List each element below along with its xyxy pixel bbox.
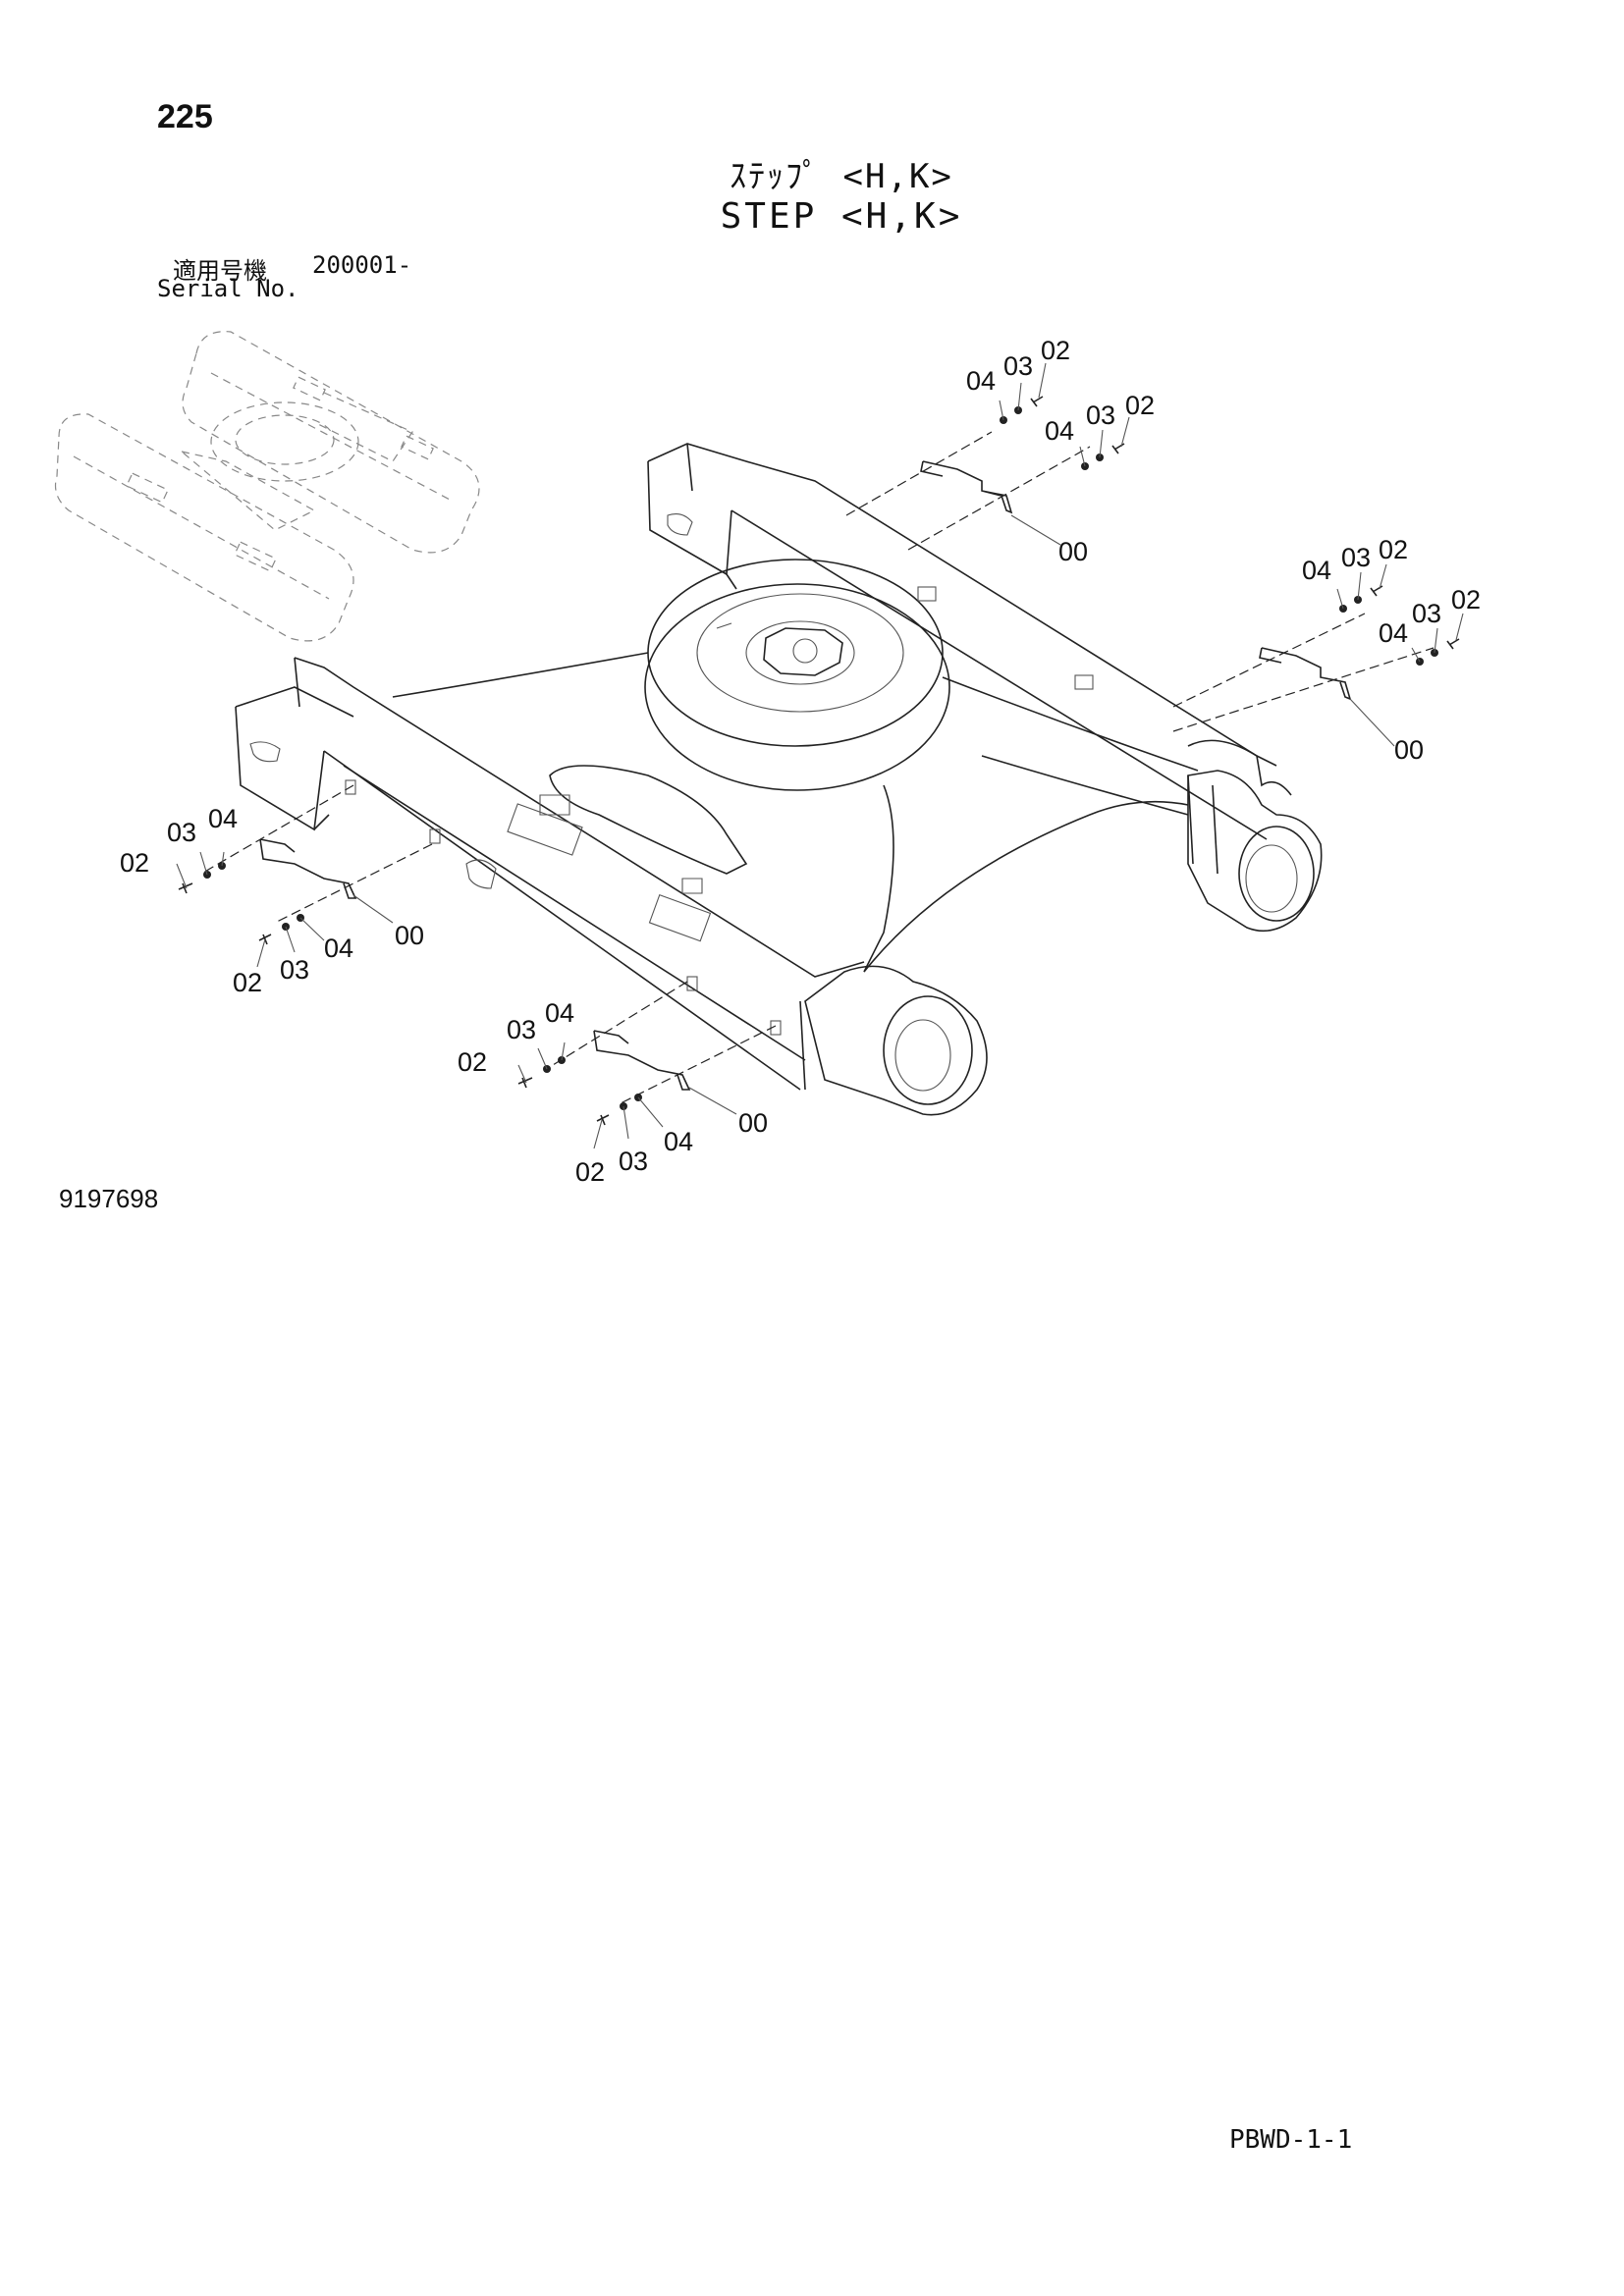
callout-03: 03 [507, 1015, 536, 1044]
title-english: STEP <H,K> [720, 196, 963, 237]
callout-04: 04 [208, 804, 238, 833]
callout-04: 04 [324, 934, 353, 963]
callout-02: 02 [1125, 391, 1155, 420]
callout-04: 04 [966, 366, 996, 396]
page-code: PBWD-1-1 [1229, 2125, 1353, 2155]
callout-03: 03 [1412, 599, 1441, 628]
callout-02: 02 [458, 1047, 487, 1077]
serial-range: 200001- [312, 251, 412, 279]
callout-00: 00 [738, 1108, 768, 1138]
callout-00: 00 [395, 921, 424, 950]
callout-02: 02 [1451, 585, 1481, 614]
page-number: 225 [157, 98, 213, 135]
callout-04: 04 [545, 998, 574, 1028]
callout-02: 02 [1379, 535, 1408, 564]
callout-00: 00 [1394, 735, 1424, 765]
callout-03: 03 [1003, 351, 1033, 381]
callout-02: 02 [120, 848, 149, 878]
title-japanese: ｽﾃｯﾌﾟ <H,K> [730, 157, 953, 196]
callout-02: 02 [575, 1157, 605, 1187]
callout-02: 02 [1041, 336, 1070, 365]
callout-03: 03 [167, 818, 196, 847]
crawler-overview-inset [54, 331, 480, 642]
callout-04: 04 [664, 1127, 693, 1156]
track-frame [235, 443, 1323, 1116]
assembly-leader-lines [200, 431, 1435, 1105]
serial-label-japanese: 適用号機 [173, 257, 267, 285]
callout-02: 02 [233, 968, 262, 997]
serial-label-english: Serial No. [157, 275, 299, 302]
callout-04: 04 [1045, 416, 1074, 446]
drawing-id: 9197698 [59, 1184, 159, 1213]
callout-labels: 00 02 03 04 02 03 04 02 03 04 02 03 04 0… [120, 336, 1481, 1187]
step-brackets [259, 460, 1352, 1091]
callout-04: 04 [1302, 556, 1331, 585]
callout-00: 00 [1058, 537, 1088, 566]
callout-04: 04 [1379, 618, 1408, 648]
callout-leaders [176, 362, 1464, 1149]
callout-03: 03 [619, 1147, 648, 1176]
callout-03: 03 [280, 955, 309, 985]
callout-03: 03 [1341, 543, 1371, 572]
callout-03: 03 [1086, 400, 1115, 430]
